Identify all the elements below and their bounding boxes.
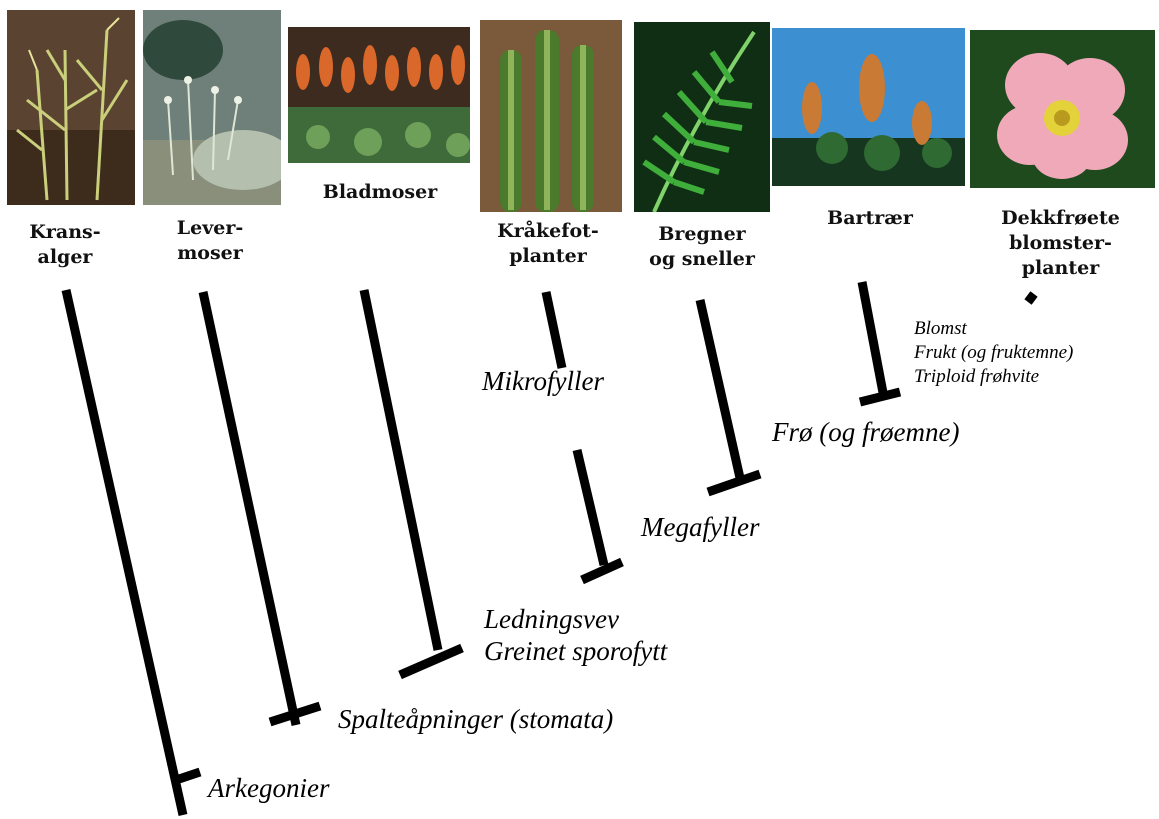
trait-megafyller: Megafyller (641, 511, 759, 543)
branch-levermoser (203, 292, 296, 725)
branch-kraakefot-upper (546, 292, 562, 368)
branch-kraakefot-lower (577, 450, 604, 565)
trait-blomst: Blomst Frukt (og fruktemne) Triploid frø… (914, 317, 1073, 389)
branch-bartraer (862, 282, 884, 398)
trait-arkegonier: Arkegonier (208, 772, 329, 804)
branch-dekkfroete (1028, 294, 1034, 302)
node-fro (708, 474, 760, 492)
branch-bladmoser (364, 290, 438, 650)
trait-ledningsvev: Ledningsvev Greinet sporofytt (484, 603, 667, 667)
node-ledningsvev (400, 648, 462, 675)
branch-bregner (700, 300, 740, 478)
node-blomst (860, 392, 900, 402)
node-arkegonier (176, 772, 200, 780)
trait-mikrofyller: Mikrofyller (482, 365, 604, 397)
trait-spalteapninger: Spalteåpninger (stomata) (338, 703, 613, 735)
branch-kransalger (66, 290, 183, 815)
trait-fro: Frø (og frøemne) (772, 416, 959, 448)
